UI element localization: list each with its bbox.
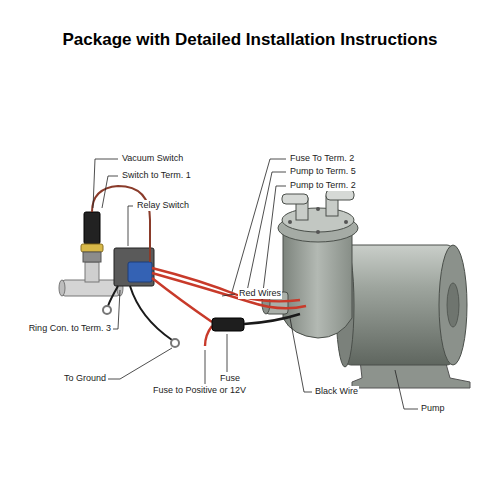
ground-wire xyxy=(130,286,179,347)
pump-head xyxy=(283,228,352,338)
black-wire xyxy=(244,314,300,324)
pump-head xyxy=(344,220,348,224)
ring-connector xyxy=(108,286,118,306)
relay-switch xyxy=(128,262,152,282)
leader-line xyxy=(227,334,228,372)
pump-motor xyxy=(336,243,467,367)
tee-fitting xyxy=(59,262,123,296)
part-label: Switch to Term. 1 xyxy=(121,170,192,181)
red-wire xyxy=(152,278,212,322)
part-label: Fuse to Positive or 12V xyxy=(152,385,247,396)
pump-motor xyxy=(439,245,467,365)
part-label: Fuse xyxy=(219,373,241,384)
leader-line xyxy=(113,290,120,329)
pump-head xyxy=(288,220,292,224)
part-label: Fuse To Term. 2 xyxy=(289,153,355,164)
part-label: Black Wire xyxy=(314,386,359,397)
fuse-holder xyxy=(212,318,244,331)
fuse-holder xyxy=(212,318,244,331)
part-label: Vacuum Switch xyxy=(121,153,184,164)
black-wire xyxy=(244,314,300,324)
leader-line xyxy=(232,159,286,292)
vacuum-switch xyxy=(81,244,103,252)
ground-wire xyxy=(130,286,172,340)
pump-port xyxy=(282,194,308,204)
relay-switch xyxy=(114,248,154,286)
vacuum-switch xyxy=(81,212,103,262)
vacuum-switch xyxy=(83,252,101,262)
part-label: To Ground xyxy=(63,373,107,384)
part-label: Red Wires xyxy=(238,288,282,299)
leader-line xyxy=(102,176,118,208)
leader-line xyxy=(128,206,133,246)
red-wire xyxy=(152,273,306,308)
part-label: Relay Switch xyxy=(136,200,190,211)
leader-line xyxy=(395,370,418,409)
part-label: Pump to Term. 5 xyxy=(289,166,357,177)
ring-connector xyxy=(103,306,111,314)
ring-connector xyxy=(103,286,118,314)
red-wire xyxy=(152,268,306,346)
tee-fitting xyxy=(59,280,65,296)
relay-switch xyxy=(114,248,154,286)
leader-line xyxy=(222,294,235,296)
leader-line xyxy=(93,159,118,208)
switch-wire xyxy=(92,186,150,262)
pump-head xyxy=(262,207,358,338)
tee-fitting xyxy=(85,262,99,282)
pump-head xyxy=(316,207,320,211)
red-wire xyxy=(205,326,212,346)
leader-line xyxy=(93,159,418,409)
pump-head xyxy=(316,230,320,234)
switch-wire xyxy=(92,186,150,262)
pump-head xyxy=(282,208,354,232)
leader-line xyxy=(290,318,312,392)
title: Package with Detailed Installation Instr… xyxy=(62,30,437,50)
leader-line xyxy=(246,172,286,296)
pump-port xyxy=(326,190,354,200)
part-label: Pump to Term. 2 xyxy=(289,180,357,191)
leader-line xyxy=(262,186,286,300)
leader-line xyxy=(108,348,172,379)
pump-motor xyxy=(345,245,453,365)
pump-motor xyxy=(447,283,459,327)
leader-line xyxy=(205,350,206,384)
part-label: Pump xyxy=(420,403,446,414)
part-label: Ring Con. to Term. 3 xyxy=(28,323,112,334)
pump-port xyxy=(282,190,354,220)
vacuum-switch xyxy=(84,212,100,244)
ground-wire xyxy=(171,339,179,347)
